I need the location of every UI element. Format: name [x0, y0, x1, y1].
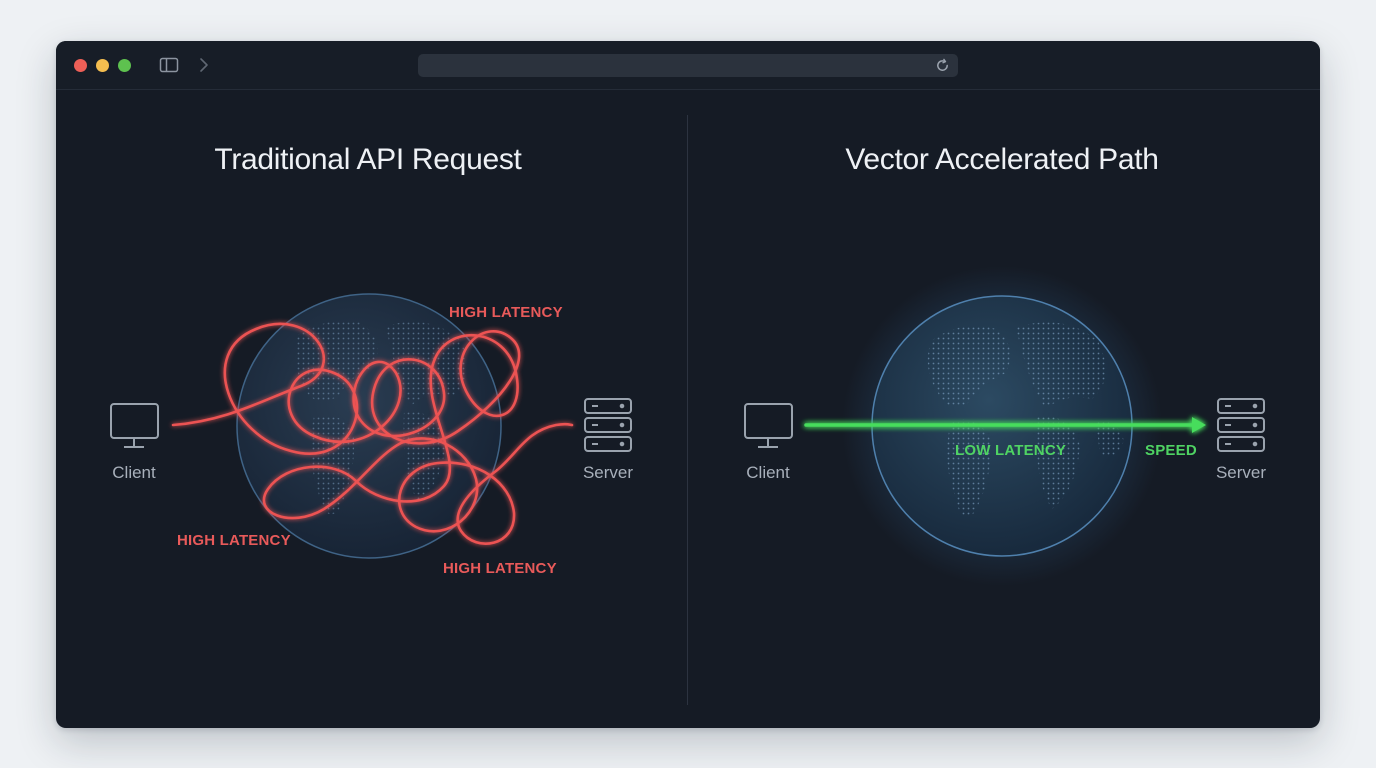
- high-latency-path: [171, 322, 574, 545]
- high-latency-label: HIGH LATENCY: [449, 304, 563, 321]
- sidebar-toggle-icon[interactable]: [159, 56, 179, 74]
- left-client-label: Client: [112, 463, 156, 482]
- title-bar: [56, 41, 1320, 90]
- address-bar[interactable]: [418, 54, 958, 77]
- left-server-label: Server: [582, 463, 634, 482]
- low-latency-path: [804, 417, 1206, 433]
- server-rack-icon: [584, 398, 632, 452]
- close-button[interactable]: [74, 59, 87, 72]
- diagram-canvas: [110, 266, 1265, 586]
- globe-icon: [236, 293, 502, 559]
- forward-arrow-icon[interactable]: [197, 56, 211, 74]
- low-latency-label: LOW LATENCY: [955, 442, 1067, 459]
- high-latency-label: HIGH LATENCY: [443, 560, 557, 577]
- server-rack-icon: [1217, 398, 1265, 452]
- monitor-icon: [744, 403, 793, 448]
- panel-divider: [687, 115, 688, 705]
- page-content: Traditional API Request Vector Accelerat…: [56, 91, 1320, 728]
- right-server-label: Server: [1215, 463, 1267, 482]
- reload-icon[interactable]: [935, 58, 950, 73]
- right-panel-title: Vector Accelerated Path: [845, 143, 1159, 176]
- zoom-button[interactable]: [118, 59, 131, 72]
- browser-window: Traditional API Request Vector Accelerat…: [56, 41, 1320, 728]
- right-client-label: Client: [746, 463, 790, 482]
- speed-label: SPEED: [1145, 442, 1197, 459]
- monitor-icon: [110, 403, 159, 448]
- minimize-button[interactable]: [96, 59, 109, 72]
- high-latency-label: HIGH LATENCY: [177, 532, 291, 549]
- left-panel-title: Traditional API Request: [214, 143, 522, 176]
